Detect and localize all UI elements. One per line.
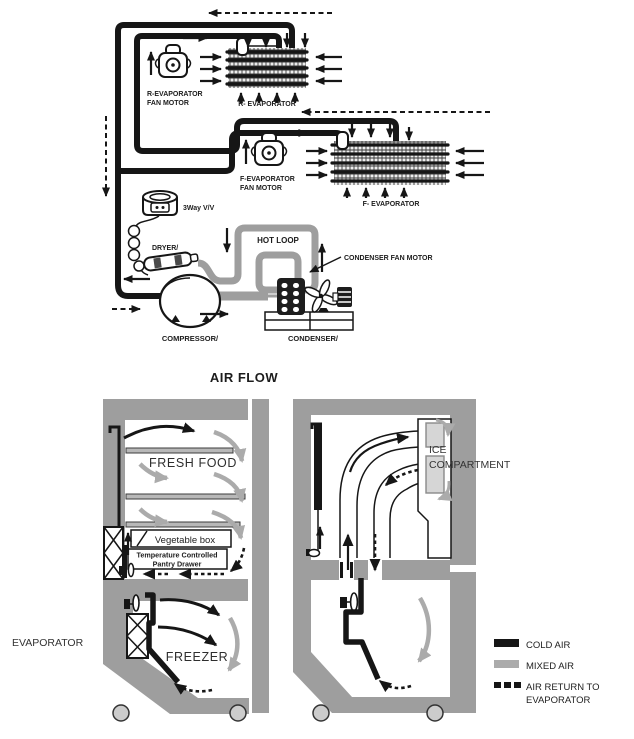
r-evaporator-fan-motor-icon xyxy=(154,44,192,78)
condenser-fan-pointer-line xyxy=(309,256,342,273)
wheel-icon xyxy=(112,704,130,722)
right-mixed-air-arrow xyxy=(417,596,432,663)
freezer-cold-air-arrows xyxy=(157,598,221,647)
f-evap-fan-label-line2: FAN MOTOR xyxy=(240,185,282,192)
f-evap-fan-label-line1: F-EVAPORATOR xyxy=(240,176,295,183)
evaporator-label: EVAPORATOR xyxy=(12,637,84,649)
r-evaporator-label: R- EVAPORATOR xyxy=(238,101,296,108)
condenser-fan-motor-label: CONDENSER FAN MOTOR xyxy=(344,255,433,262)
ice-bin-unit xyxy=(425,455,445,494)
pantry-label-line1: Temperature Controlled xyxy=(137,551,218,560)
ice-air-channels xyxy=(339,430,421,558)
condenser-fan-icon xyxy=(304,279,338,313)
ice-label-line1: ICE xyxy=(429,444,447,456)
cold-air-swatch xyxy=(494,639,519,647)
three-way-valve-label: 3Way V/V xyxy=(183,205,215,212)
pantry-label-line2: Pantry Drawer xyxy=(153,560,202,569)
capillary-tube-coil-icon xyxy=(127,215,160,276)
condenser-icon xyxy=(264,278,354,331)
shelf xyxy=(125,493,246,500)
hot-loop-pipe xyxy=(197,224,319,298)
ice-label-line2: COMPARTMENT xyxy=(429,459,511,471)
right-return-air-arrow xyxy=(378,679,412,693)
r-evaporator-airflow-arrows xyxy=(183,33,342,103)
f-evaporator-fan-motor-icon xyxy=(250,132,288,166)
airflow-title: AIR FLOW xyxy=(210,370,278,385)
freezer-fan-icon xyxy=(124,594,140,612)
legend-air-return-line2: EVAPORATOR xyxy=(526,695,591,706)
legend: COLD AIR MIXED AIR AIR RETURN TO EVAPORA… xyxy=(494,639,600,706)
wheel-icon xyxy=(426,704,444,722)
shelf xyxy=(125,521,241,528)
vegetable-box-label: Vegetable box xyxy=(155,535,215,546)
refrigeration-cycle-diagram: R-EVAPORATOR FAN MOTOR R- EVAPORATOR xyxy=(102,9,490,343)
three-way-valve-icon xyxy=(142,190,178,216)
hot-loop-label: HOT LOOP xyxy=(257,236,299,245)
upper-fan-icon xyxy=(307,548,321,558)
condenser-fan-motor-icon xyxy=(332,287,352,307)
freezer-evaporator-icon xyxy=(126,613,149,659)
right-cold-air-duct xyxy=(343,578,381,681)
mixed-air-swatch xyxy=(494,660,519,668)
pantry-drawer xyxy=(127,548,228,570)
ff-cold-air-duct xyxy=(108,425,121,580)
freezer-return-air-arrow xyxy=(173,682,213,695)
ice-compartment-cabinet xyxy=(293,399,476,722)
right-freezer-fan-icon xyxy=(340,592,359,612)
ff-mixed-air-arrows xyxy=(138,429,247,540)
wheel-icon xyxy=(229,704,247,722)
ff-return-air-arrows xyxy=(142,547,246,580)
freezer-cold-air-duct xyxy=(145,592,181,684)
condenser-label: CONDENSER/ xyxy=(288,334,339,343)
compressor-icon xyxy=(158,273,222,329)
freezer-mixed-air-arrow xyxy=(227,616,242,672)
suction-return-dashed-arrows xyxy=(102,9,490,313)
ice-cold-air-arrow xyxy=(348,433,410,473)
freezer-label: FREEZER xyxy=(166,650,229,664)
legend-air-return-line1: AIR RETURN TO xyxy=(526,682,600,693)
fresh-food-label: FRESH FOOD xyxy=(149,456,237,470)
ff-fan-icon xyxy=(127,562,135,578)
upper-cold-air-duct xyxy=(306,422,324,558)
dryer-icon xyxy=(143,251,199,272)
r-evap-fan-label-line2: FAN MOTOR xyxy=(147,100,189,107)
f-evaporator-airflow-arrows xyxy=(283,124,484,198)
ice-return-air-arrow xyxy=(384,468,419,487)
legend-mixed-air: MIXED AIR xyxy=(526,661,574,672)
ff-duct-evaporator-cover xyxy=(103,526,135,580)
legend-cold-air: COLD AIR xyxy=(526,640,570,651)
return-air-swatch xyxy=(494,682,521,688)
ff-cold-air-arrow xyxy=(123,422,196,440)
f-evaporator-label: F- EVAPORATOR xyxy=(363,201,420,208)
ice-compartment-housing xyxy=(417,418,456,559)
dryer-label: DRYER/ xyxy=(152,245,178,252)
compressor-label: COMPRESSOR/ xyxy=(162,334,219,343)
f-evaporator-icon xyxy=(330,131,450,185)
wheel-icon xyxy=(312,704,330,722)
shelf xyxy=(125,447,234,454)
r-evap-fan-label-line1: R-EVAPORATOR xyxy=(147,91,203,98)
fresh-food-freezer-cabinet: FRESH FOOD Vegetable box Temperature Con… xyxy=(103,399,269,722)
r-evaporator-icon xyxy=(225,37,309,88)
